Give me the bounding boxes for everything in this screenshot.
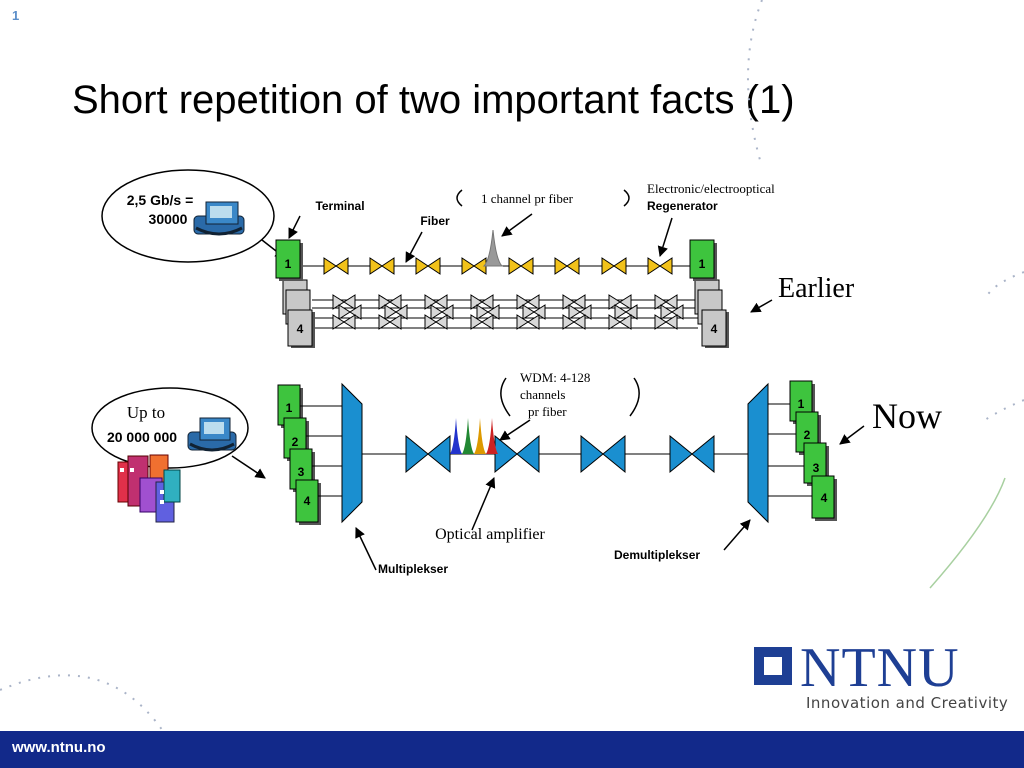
- terminal-right-top-label: 1: [699, 257, 706, 271]
- bubble-now-line2: 20 000 000: [107, 429, 177, 445]
- mux-label: Multiplekser: [378, 562, 448, 576]
- footer-bar: [0, 731, 1024, 768]
- channel-stack-left: 1 2 3 4: [277, 384, 321, 525]
- channel-right-4: 4: [821, 491, 828, 505]
- regenerator-label-line2: Regenerator: [647, 199, 718, 213]
- slide-title: Short repetition of two important facts …: [72, 78, 795, 122]
- terminal-left-bottom-label: 4: [297, 322, 304, 336]
- regenerator-label-line1: Electronic/electrooptical: [647, 181, 775, 196]
- buildings-icon: [117, 454, 181, 523]
- terminal-label: Terminal: [315, 199, 364, 213]
- earlier-tag: Earlier: [778, 273, 855, 304]
- terminal-stack-right: 1 4: [689, 239, 729, 348]
- regenerator-stack: [332, 294, 684, 330]
- wdm-label-line2: channels: [520, 387, 565, 402]
- wdm-arrow: [499, 419, 531, 441]
- channel-right-1: 1: [798, 397, 805, 411]
- multiplexer: [341, 382, 363, 524]
- terminal-right-bottom-label: 4: [711, 322, 718, 336]
- decorative-arc-green: [929, 477, 1006, 589]
- channel-left-2: 2: [292, 435, 299, 449]
- now-section: 1 2 3 4: [91, 370, 942, 576]
- slide-number: 1: [12, 8, 20, 23]
- wdm-label-line1: WDM: 4-128: [520, 370, 590, 385]
- bubble-earlier-line1: 2,5 Gb/s =: [127, 192, 194, 208]
- channel-stack-right: 1 2 3 4: [789, 380, 837, 521]
- ntnu-logo-mark: [754, 647, 792, 685]
- terminal-left-top-label: 1: [285, 257, 292, 271]
- phone-icon: [187, 417, 237, 452]
- bubble-now-line1: Up to: [127, 403, 165, 422]
- ntnu-logo-text: NTNU: [800, 637, 960, 699]
- terminal-stack-left: 1 4: [275, 239, 315, 348]
- amplifier-arrow: [471, 477, 496, 531]
- phone-icon: [193, 201, 245, 236]
- footer-url[interactable]: www.ntnu.no: [12, 739, 106, 756]
- channel-arrow: [501, 213, 533, 237]
- demux-arrow: [723, 519, 751, 551]
- earlier-section: 1 4 1 4 2,5 Gb/s = 30000 Terminal Fiber: [101, 169, 855, 348]
- demux-label: Demultiplekser: [614, 548, 700, 562]
- channel-left-4: 4: [304, 494, 311, 508]
- amplifier-chain: [405, 434, 715, 474]
- channel-left-3: 3: [298, 465, 305, 479]
- single-channel-peak: [482, 229, 504, 267]
- bubble-earlier-line2: 30000: [149, 211, 188, 227]
- now-arrow: [839, 425, 865, 445]
- ntnu-logo-tagline: Innovation and Creativity: [806, 694, 1009, 712]
- now-tag: Now: [872, 396, 942, 436]
- bubble-pointer-now: [231, 455, 266, 479]
- channel-label: 1 channel pr fiber: [481, 191, 574, 206]
- channel-right-2: 2: [804, 428, 811, 442]
- regenerator-arrow: [657, 217, 673, 258]
- wdm-spectrum: [450, 418, 498, 454]
- amplifier-label: Optical amplifier: [435, 526, 545, 543]
- earlier-arrow: [750, 299, 773, 313]
- channel-right-3: 3: [813, 461, 820, 475]
- fiber-label: Fiber: [420, 214, 450, 228]
- demultiplexer: [747, 382, 769, 524]
- terminal-1-left: [275, 239, 301, 279]
- fiber-arrow: [405, 231, 423, 263]
- mux-arrow: [355, 527, 377, 571]
- wdm-label-line3: pr fiber: [528, 404, 567, 419]
- terminal-arrow: [288, 215, 301, 239]
- capacity-bubble-earlier: [101, 169, 275, 263]
- channel-left-1: 1: [286, 401, 293, 415]
- terminal-1-right: [689, 239, 715, 279]
